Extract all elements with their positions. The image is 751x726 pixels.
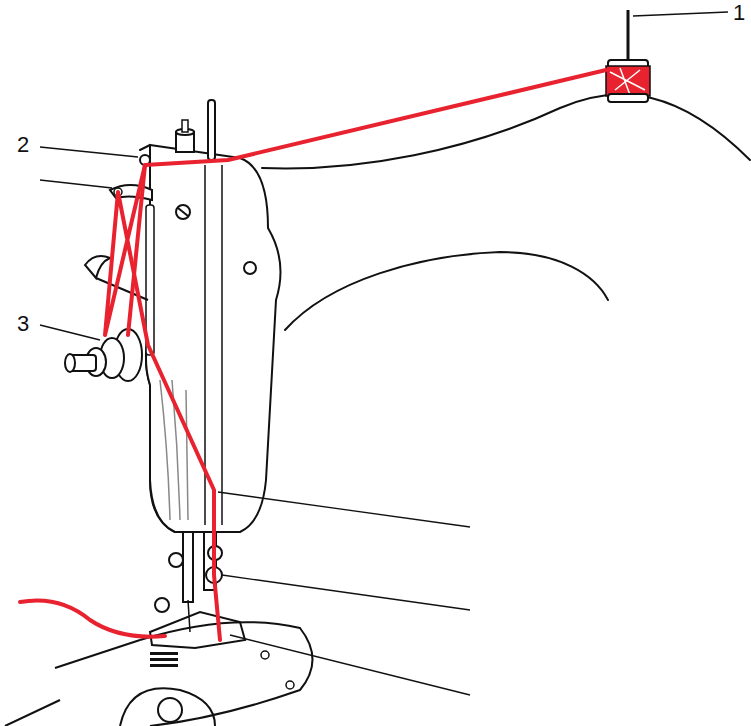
lever	[85, 256, 110, 278]
shading	[160, 380, 170, 520]
bobbin-cover	[120, 688, 215, 726]
screw	[155, 598, 169, 612]
needle-bar	[183, 532, 193, 602]
face-seam	[221, 165, 223, 525]
screw	[244, 262, 256, 274]
presser-bar	[208, 100, 215, 160]
bed-edge	[5, 640, 140, 726]
spool	[606, 66, 650, 96]
presser-foot	[150, 612, 245, 648]
screw	[176, 205, 190, 219]
thread	[20, 70, 606, 640]
tension-unit	[65, 329, 142, 381]
callout-number: 2	[16, 134, 30, 156]
head-face	[146, 145, 281, 532]
spool-pin	[627, 10, 630, 65]
feed-dog	[150, 652, 178, 667]
shading	[186, 390, 188, 520]
callout-number: 3	[16, 313, 30, 335]
leader-line	[40, 12, 728, 695]
arm-outline	[262, 94, 750, 168]
callout-number: 1	[732, 2, 746, 24]
arm-outline	[285, 252, 608, 330]
screw	[169, 553, 183, 567]
